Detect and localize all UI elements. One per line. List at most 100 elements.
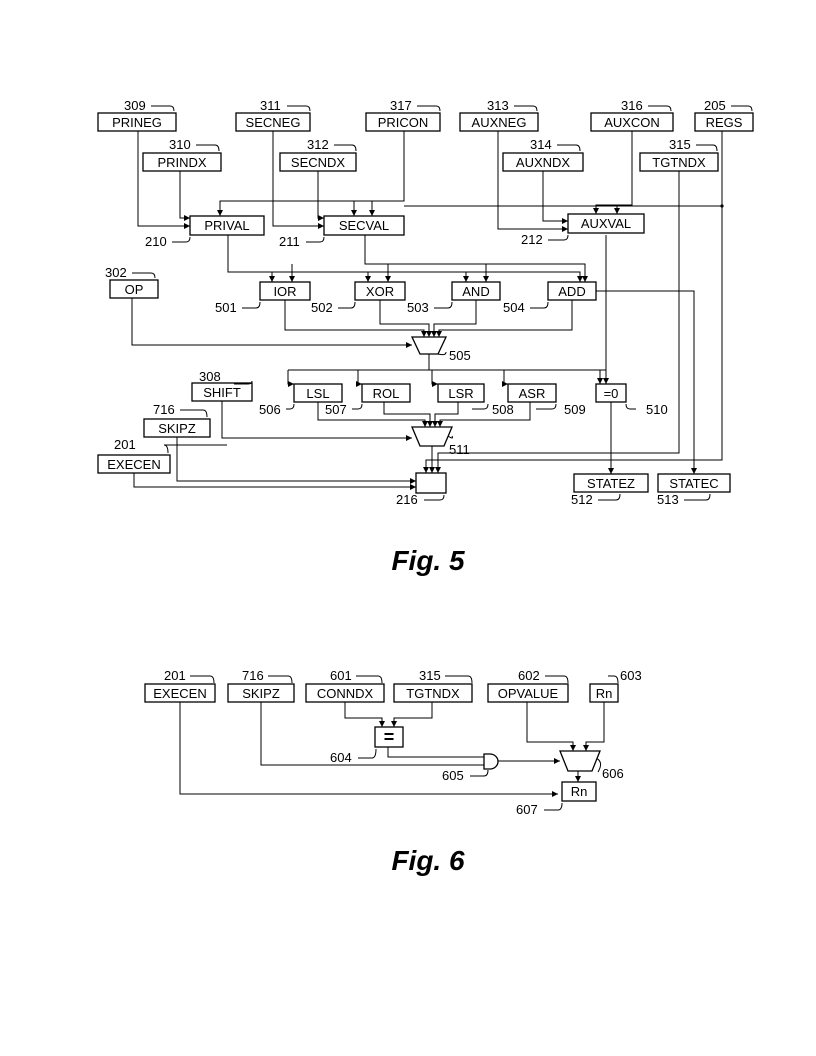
fig5-ref-leaders <box>132 105 753 501</box>
ref6-201: 201 <box>164 668 186 683</box>
box-auxndx: AUXNDX <box>502 152 584 172</box>
ref6-602: 602 <box>518 668 540 683</box>
ref6-315: 315 <box>419 668 441 683</box>
svg-text:AUXCON: AUXCON <box>604 115 660 130</box>
svg-text:SECNDX: SECNDX <box>291 155 346 170</box>
box-fig6-opvalue: OPVALUE <box>487 683 569 703</box>
svg-text:SECNEG: SECNEG <box>246 115 301 130</box>
box-op: OP <box>109 279 159 299</box>
box-eqzero: =0 <box>595 383 627 403</box>
svg-text:=: = <box>384 727 395 747</box>
box-secndx: SECNDX <box>279 152 357 172</box>
svg-text:AUXNEG: AUXNEG <box>472 115 527 130</box>
ref-506: 506 <box>259 402 281 417</box>
box-prineg: PRINEG <box>97 112 177 132</box>
svg-text:Rn: Rn <box>596 686 613 701</box>
svg-text:SKIPZ: SKIPZ <box>158 421 196 436</box>
ref6-601: 601 <box>330 668 352 683</box>
ref-216: 216 <box>396 492 418 507</box>
box-fig6-skipz: SKIPZ <box>227 683 295 703</box>
box-skipz: SKIPZ <box>143 418 211 438</box>
svg-text:STATEC: STATEC <box>669 476 718 491</box>
box-auxcon: AUXCON <box>590 112 674 132</box>
ref-311: 311 <box>260 98 281 113</box>
svg-text:TGTNDX: TGTNDX <box>652 155 706 170</box>
ref-716: 716 <box>153 402 175 417</box>
box-prindx: PRINDX <box>142 152 222 172</box>
box-shift: SHIFT <box>191 382 253 402</box>
fig6-caption: Fig. 6 <box>391 845 465 876</box>
svg-text:=0: =0 <box>604 386 619 401</box>
ref-505: 505 <box>449 348 471 363</box>
ref-508: 508 <box>492 402 514 417</box>
box-statec: STATEC <box>657 473 731 493</box>
ref-503: 503 <box>407 300 429 315</box>
box-fig6-execen: EXECEN <box>144 683 216 703</box>
svg-text:EXECEN: EXECEN <box>107 457 160 472</box>
ref-312: 312 <box>307 137 329 152</box>
svg-text:ROL: ROL <box>373 386 400 401</box>
svg-text:AUXVAL: AUXVAL <box>581 216 631 231</box>
ref-313: 313 <box>487 98 509 113</box>
svg-text:ASR: ASR <box>519 386 546 401</box>
ref-502: 502 <box>311 300 333 315</box>
fig6-wires <box>179 675 619 811</box>
svg-text:LSL: LSL <box>306 386 329 401</box>
svg-text:OPVALUE: OPVALUE <box>498 686 559 701</box>
ref-317: 317 <box>390 98 412 113</box>
box-secneg: SECNEG <box>235 112 311 132</box>
fig5-wires <box>131 131 724 490</box>
box-statez: STATEZ <box>573 473 649 493</box>
ref6-606: 606 <box>602 766 624 781</box>
box-xor: XOR <box>354 281 406 301</box>
figure-5: PRINEG SECNEG PRICON AUXNEG AUXCON REGS … <box>97 98 754 576</box>
ref6-607: 607 <box>516 802 538 817</box>
ref-512: 512 <box>571 492 593 507</box>
svg-text:Rn: Rn <box>571 784 588 799</box>
ref-212: 212 <box>521 232 543 247</box>
svg-text:SKIPZ: SKIPZ <box>242 686 280 701</box>
box-ior: IOR <box>259 281 311 301</box>
ref-513: 513 <box>657 492 679 507</box>
dest-register-216 <box>415 472 447 494</box>
svg-text:PRIVAL: PRIVAL <box>204 218 249 233</box>
ref-309: 309 <box>124 98 146 113</box>
mux-505 <box>410 336 448 355</box>
ref-511: 511 <box>449 442 470 457</box>
svg-text:TGTNDX: TGTNDX <box>406 686 460 701</box>
box-prival: PRIVAL <box>189 215 265 236</box>
box-fig6-conndx: CONNDX <box>305 683 385 703</box>
svg-text:PRINDX: PRINDX <box>157 155 206 170</box>
ref-314: 314 <box>530 137 552 152</box>
box-auxneg: AUXNEG <box>459 112 539 132</box>
box-regs: REGS <box>694 112 754 132</box>
box-fig6-rn-in: Rn <box>589 683 619 703</box>
svg-text:LSR: LSR <box>448 386 473 401</box>
svg-text:STATEZ: STATEZ <box>587 476 635 491</box>
box-asr: ASR <box>507 383 557 403</box>
ref-210: 210 <box>145 234 167 249</box>
box-fig6-rn-out: Rn <box>561 781 597 802</box>
ref-501: 501 <box>215 300 237 315</box>
box-tgtndx: TGTNDX <box>639 152 719 172</box>
ref-205: 205 <box>704 98 726 113</box>
ref-201: 201 <box>114 437 136 452</box>
svg-text:SHIFT: SHIFT <box>203 385 241 400</box>
ref6-605: 605 <box>442 768 464 783</box>
svg-text:AND: AND <box>462 284 489 299</box>
fig5-caption: Fig. 5 <box>391 545 465 576</box>
ref6-716: 716 <box>242 668 264 683</box>
ref-302: 302 <box>105 265 127 280</box>
svg-text:XOR: XOR <box>366 284 394 299</box>
box-auxval: AUXVAL <box>567 213 645 234</box>
figure-6: EXECEN SKIPZ CONNDX TGTNDX OPVALUE Rn = <box>144 668 642 876</box>
box-rol: ROL <box>361 383 411 403</box>
ref-316: 316 <box>621 98 643 113</box>
box-lsl: LSL <box>293 383 343 403</box>
svg-text:CONNDX: CONNDX <box>317 686 374 701</box>
svg-text:IOR: IOR <box>273 284 296 299</box>
mux-511 <box>411 426 453 447</box>
mux-606 <box>559 750 601 772</box>
svg-text:OP: OP <box>125 282 144 297</box>
box-execen: EXECEN <box>97 454 171 474</box>
